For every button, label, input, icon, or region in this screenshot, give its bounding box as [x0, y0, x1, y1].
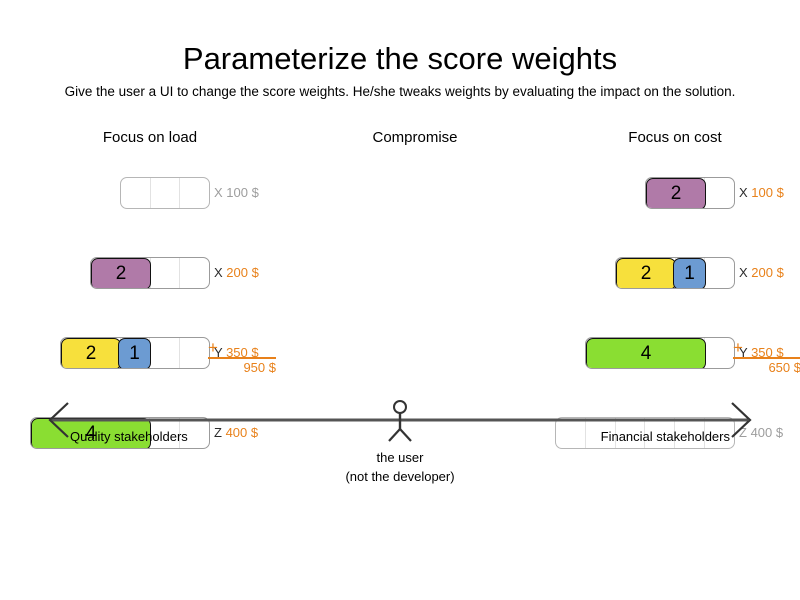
- track-cell: [180, 258, 209, 288]
- weight-block-group: 4: [586, 338, 706, 368]
- user-caption-line1: the user: [376, 450, 424, 465]
- row-letter: Y: [214, 345, 223, 360]
- sum-total-value: 650 $: [768, 360, 800, 375]
- scenario-title: Focus on cost: [628, 129, 722, 146]
- user-caption: the user (not the developer): [0, 448, 800, 486]
- weight-bar-row: 41Y 350 $: [525, 333, 800, 373]
- track-cell: [150, 338, 181, 368]
- sum-rule: [733, 357, 800, 359]
- sum-rule: [208, 357, 276, 359]
- track-cell: [675, 418, 706, 448]
- row-amount: 100 $: [751, 185, 784, 200]
- stakeholder-axis: Quality stakeholders Financial stakehold…: [0, 395, 800, 500]
- track-cell: [150, 418, 181, 448]
- weight-bar-row: X 100 $: [0, 173, 300, 213]
- bar-row-list: X 100 $22X 200 $41Y 350 $Z 400 $: [525, 173, 800, 333]
- track-cell-grid: [121, 178, 209, 208]
- weight-bar-row: 2 X 200 $: [0, 253, 300, 293]
- weight-block[interactable]: 2: [61, 338, 121, 368]
- column-total: +650 $: [733, 338, 800, 381]
- weight-block[interactable]: 2: [616, 258, 676, 288]
- sum-total-value: 950 $: [243, 360, 276, 375]
- track-cell: [121, 178, 151, 208]
- track-cell: [645, 418, 676, 448]
- column-total: +950 $: [208, 338, 276, 381]
- sum-plus-sign: +: [733, 338, 743, 357]
- row-amount: 100 $: [226, 185, 259, 200]
- weight-bar-row: 2 X 100 $: [265, 173, 784, 213]
- track-cell: [586, 418, 616, 448]
- weight-slider-track[interactable]: 2: [90, 257, 210, 289]
- weight-block[interactable]: 2: [646, 178, 706, 208]
- sum-plus-sign: +: [208, 338, 218, 357]
- user-stick-figure-icon: [388, 400, 412, 442]
- user-caption-line2: (not the developer): [345, 469, 455, 484]
- row-amount: 400 $: [750, 425, 784, 440]
- track-cell: [616, 418, 646, 448]
- row-amount: 350 $: [226, 345, 259, 360]
- weight-block[interactable]: 4: [586, 338, 706, 368]
- row-letter: Z: [214, 425, 222, 440]
- row-cost-label: X 200 $: [739, 263, 784, 283]
- track-cell: [151, 258, 181, 288]
- row-letter: Y: [739, 345, 748, 360]
- row-amount: 350 $: [751, 345, 784, 360]
- weight-block-group: 2: [91, 258, 151, 288]
- axis-label-quality: Quality stakeholders: [70, 429, 188, 444]
- weight-slider-track[interactable]: 2: [645, 177, 735, 209]
- weight-block-group: 2: [646, 178, 706, 208]
- scenario-title: Focus on load: [102, 129, 198, 146]
- axis-label-financial: Financial stakeholders: [600, 429, 730, 444]
- row-cost-label: Y 350 $: [214, 343, 259, 363]
- track-cell: [556, 418, 586, 448]
- row-cost-label: X 100 $: [739, 183, 784, 203]
- page-title: Parameterize the score weights: [182, 40, 618, 76]
- row-letter: X: [214, 265, 223, 280]
- row-letter: Z: [739, 425, 747, 440]
- track-cell: [180, 178, 209, 208]
- row-cost-label: Z 400 $: [739, 423, 783, 443]
- weight-bar-row: Z 400 $: [265, 413, 783, 453]
- row-letter: X: [739, 185, 748, 200]
- weight-bar-row: 22X 200 $: [525, 253, 800, 293]
- track-cell: [180, 338, 209, 368]
- row-cost-label: Z 400 $: [214, 423, 258, 443]
- row-amount: 200 $: [226, 265, 259, 280]
- weight-block[interactable]: 1: [673, 258, 706, 288]
- weight-slider-track[interactable]: 4: [585, 337, 735, 369]
- row-cost-label: Y 350 $: [739, 343, 784, 363]
- weight-slider-track[interactable]: [120, 177, 210, 209]
- weight-slider-track[interactable]: [555, 417, 735, 449]
- axis-arrow-icon: [48, 400, 752, 442]
- row-amount: 200 $: [751, 265, 784, 280]
- row-amount: 400 $: [225, 425, 259, 440]
- scenario-title: Compromise: [372, 129, 458, 146]
- row-letter: X: [214, 185, 223, 200]
- row-cost-label: X 200 $: [214, 263, 259, 283]
- page-subtitle: Give the user a UI to change the score w…: [64, 83, 736, 99]
- row-cost-label: X 100 $: [214, 183, 259, 203]
- row-letter: X: [739, 265, 748, 280]
- weight-bar-row: 4 Y 350 $: [265, 333, 784, 373]
- weight-slider-track[interactable]: 4: [30, 417, 210, 449]
- weight-block[interactable]: 1: [118, 338, 151, 368]
- weight-bar-row: X 100 $: [525, 173, 800, 213]
- track-cell: [151, 178, 181, 208]
- track-cell-grid: [556, 418, 734, 448]
- weight-block[interactable]: 2: [91, 258, 151, 288]
